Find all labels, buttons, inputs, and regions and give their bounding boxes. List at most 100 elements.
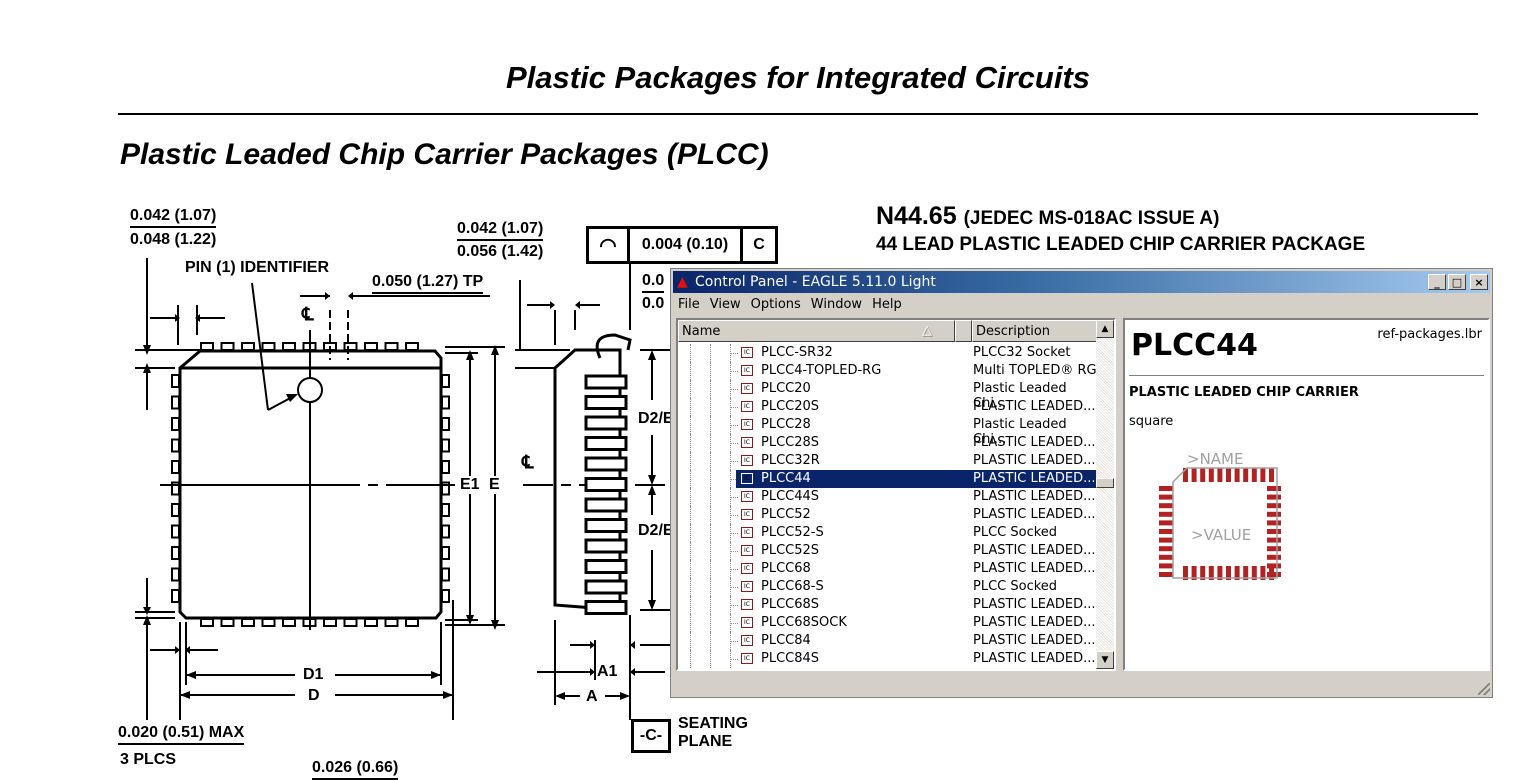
menu-options[interactable]: Options	[750, 297, 801, 312]
lead	[441, 374, 450, 388]
package-standard: (JEDEC MS-018AC ISSUE A)	[963, 208, 1220, 229]
column-header-description[interactable]: Description	[972, 320, 1098, 342]
menu-help[interactable]: Help	[872, 297, 902, 312]
item-description: PLASTIC LEADED...	[973, 651, 1096, 666]
tree-guide	[690, 560, 691, 578]
tree-guide	[730, 569, 738, 570]
tree-guide	[730, 641, 738, 642]
lead	[241, 618, 255, 627]
column-header-name[interactable]: Name △	[678, 320, 955, 342]
preview-pad	[1267, 546, 1281, 552]
preview-pad	[1234, 566, 1240, 580]
lead	[584, 456, 628, 472]
preview-pad	[1159, 494, 1173, 500]
ic-package-icon: IC	[741, 401, 753, 412]
lead	[441, 438, 450, 453]
ic-package-icon: IC	[741, 581, 753, 592]
tree-guide	[710, 560, 711, 578]
preview-value-label: >VALUE	[1191, 526, 1251, 544]
item-description: PLCC Socked	[973, 579, 1058, 594]
menu-view[interactable]: View	[709, 297, 741, 312]
minimize-button[interactable]: _	[1428, 274, 1446, 290]
resize-grip[interactable]	[1478, 683, 1490, 695]
lead	[220, 618, 235, 627]
dim-a1: A1	[597, 663, 618, 680]
item-description: PLASTIC LEADED...	[973, 543, 1096, 558]
scroll-thumb[interactable]	[1096, 478, 1114, 488]
ic-package-icon: IC	[741, 419, 753, 430]
preview-pad	[1243, 468, 1249, 482]
tree-guide	[710, 542, 711, 560]
tree-guide	[730, 425, 738, 426]
menu-window[interactable]: Window	[810, 297, 863, 312]
tree-guide	[710, 470, 711, 488]
tree-guide	[710, 362, 711, 380]
scroll-down-button[interactable]: ▼	[1096, 651, 1114, 669]
ic-package-icon: IC	[741, 455, 753, 466]
item-description: PLASTIC LEADED...	[973, 453, 1096, 468]
tree-guide	[690, 632, 691, 650]
tree-guide	[710, 632, 711, 650]
vertical-scrollbar[interactable]: ▲ ▼	[1096, 320, 1114, 669]
item-description: PLCC Socked	[973, 525, 1058, 540]
lead	[282, 342, 296, 351]
item-name: PLCC4-TOPLED-RG	[761, 363, 882, 378]
tree-guide	[730, 407, 738, 408]
document-title: Plastic Packages for Integrated Circuits	[505, 60, 1091, 95]
item-name: PLCC68	[761, 561, 811, 576]
tree-guide	[690, 488, 691, 506]
lead	[343, 618, 358, 627]
detail-library-file: ref-packages.lbr	[1377, 327, 1482, 342]
lead	[384, 342, 399, 351]
seating-line2: PLANE	[678, 733, 733, 750]
ic-package-icon: IC	[741, 653, 753, 664]
maximize-button[interactable]: □	[1448, 274, 1466, 290]
column-header-spacer[interactable]	[955, 320, 972, 342]
window-titlebar[interactable]: ▲ Control Panel - EAGLE 5.11.0 Light _ □…	[673, 271, 1490, 293]
sort-ascending-icon: △	[922, 323, 932, 338]
tree-guide	[710, 650, 711, 668]
menu-file[interactable]: File	[678, 297, 700, 312]
tree-guide	[690, 362, 691, 380]
tree-guide	[690, 416, 691, 434]
dim-top-left-lower: 0.048 (1.22)	[130, 231, 217, 248]
title-divider	[118, 113, 1478, 115]
close-button[interactable]: ×	[1470, 274, 1488, 290]
dim-d: D	[308, 687, 320, 704]
tree-guide	[710, 578, 711, 596]
detail-divider	[1129, 375, 1484, 376]
dim-plcs: 3 PLCS	[120, 751, 177, 768]
tree-guide	[710, 344, 711, 362]
lead	[171, 481, 180, 496]
lead	[171, 417, 180, 431]
lead	[584, 415, 628, 431]
tree-guide	[730, 479, 738, 480]
item-name: PLCC84	[761, 633, 811, 648]
tree-guide	[730, 605, 738, 606]
lead	[220, 342, 235, 351]
preview-pad	[1267, 537, 1281, 543]
preview-pad	[1269, 468, 1274, 482]
eagle-control-panel-window[interactable]: ▲ Control Panel - EAGLE 5.11.0 Light _ □…	[670, 268, 1493, 698]
scroll-up-button[interactable]: ▲	[1096, 320, 1114, 338]
tree-guide	[690, 578, 691, 596]
